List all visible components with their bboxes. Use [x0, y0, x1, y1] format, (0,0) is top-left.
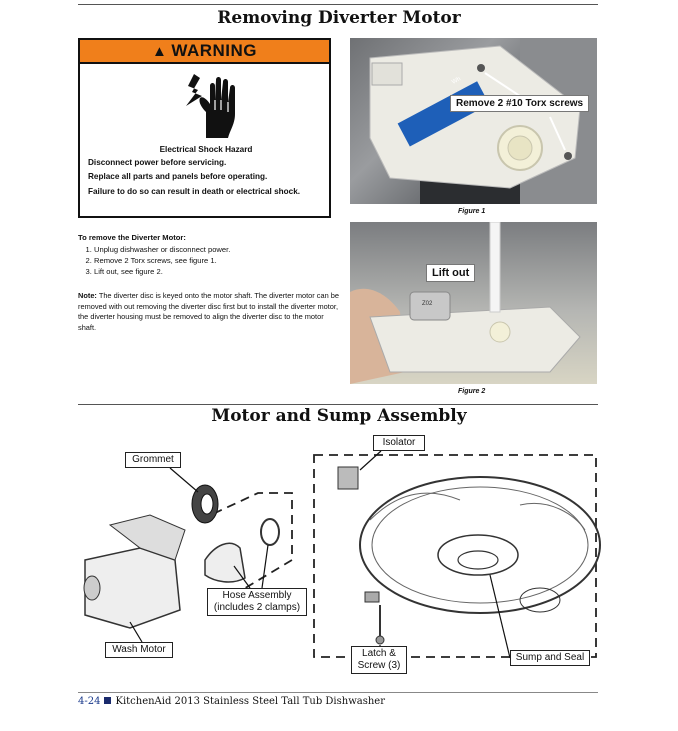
figure-1-callout: Remove 2 #10 Torx screws: [450, 95, 590, 112]
footer-square-icon: [104, 697, 112, 704]
label-isolator: Isolator: [373, 435, 425, 451]
step-1: Unplug dishwasher or disconnect power.: [94, 244, 343, 255]
instructions-steps: Unplug dishwasher or disconnect power. R…: [78, 244, 343, 277]
label-latch-line-2: Screw (3): [357, 660, 401, 671]
figure-2-chip-label: Z02: [422, 301, 433, 307]
top-rule: [78, 4, 598, 5]
instructions-heading: To remove the Diverter Motor:: [78, 233, 186, 242]
warning-body: Electrical Shock Hazard Disconnect power…: [88, 144, 324, 200]
wash-motor-part: [83, 514, 186, 629]
step-2: Remove 2 Torx screws, see figure 1.: [94, 255, 343, 266]
figure-1-photo: Wh Remove 2 #10 Torx screws: [350, 38, 597, 204]
sump-part: [359, 476, 601, 614]
footer-rule: [78, 692, 598, 693]
figure-2-photo: Z02 Lift out: [350, 222, 597, 384]
note-label: Note:: [78, 291, 97, 300]
section-title-motor-sump: Motor and Sump Assembly: [211, 406, 467, 426]
footer-page-number: 4-24: [78, 696, 101, 707]
label-sump-seal: Sump and Seal: [510, 650, 590, 666]
note-text: The diverter disc is keyed onto the moto…: [78, 291, 339, 332]
warning-hazard-title: Electrical Shock Hazard: [159, 145, 253, 154]
warning-header-text: WARNING: [171, 41, 258, 60]
label-wash-motor: Wash Motor: [105, 642, 173, 658]
note-paragraph: Note: The diverter disc is keyed onto th…: [78, 291, 343, 333]
label-hose-line-1: Hose Assembly: [222, 590, 292, 601]
warning-header: ▲WARNING: [80, 40, 329, 64]
label-latch-screw: Latch & Screw (3): [351, 646, 407, 674]
section-title-diverter: Removing Diverter Motor: [217, 8, 461, 28]
warning-line-1: Disconnect power before servicing.: [88, 157, 227, 167]
label-grommet: Grommet: [125, 452, 181, 468]
warning-box: ▲WARNING Electrical Shock Hazard Disconn…: [78, 38, 331, 218]
label-hose-line-2: (includes 2 clamps): [213, 602, 301, 613]
instructions: To remove the Diverter Motor: Unplug dis…: [78, 232, 343, 277]
figure-2-caption: Figure 2: [458, 388, 486, 395]
footer-title: KitchenAid 2013 Stainless Steel Tall Tub…: [115, 696, 385, 707]
step-3: Lift out, see figure 2.: [94, 266, 343, 277]
mid-rule: [78, 404, 598, 405]
figure-1-caption: Figure 1: [458, 208, 486, 215]
label-latch-line-1: Latch &: [362, 648, 396, 659]
warning-triangle-icon: ▲: [151, 43, 168, 60]
label-hose-assembly: Hose Assembly (includes 2 clamps): [207, 588, 307, 616]
electric-shock-hand-icon: [186, 74, 235, 138]
figure-2-callout: Lift out: [426, 264, 476, 282]
warning-line-3: Failure to do so can result in death or …: [88, 186, 301, 196]
footer: 4-24 KitchenAid 2013 Stainless Steel Tall…: [78, 696, 385, 707]
warning-line-2: Replace all parts and panels before oper…: [88, 172, 268, 181]
motor-sump-diagram: [83, 450, 601, 659]
